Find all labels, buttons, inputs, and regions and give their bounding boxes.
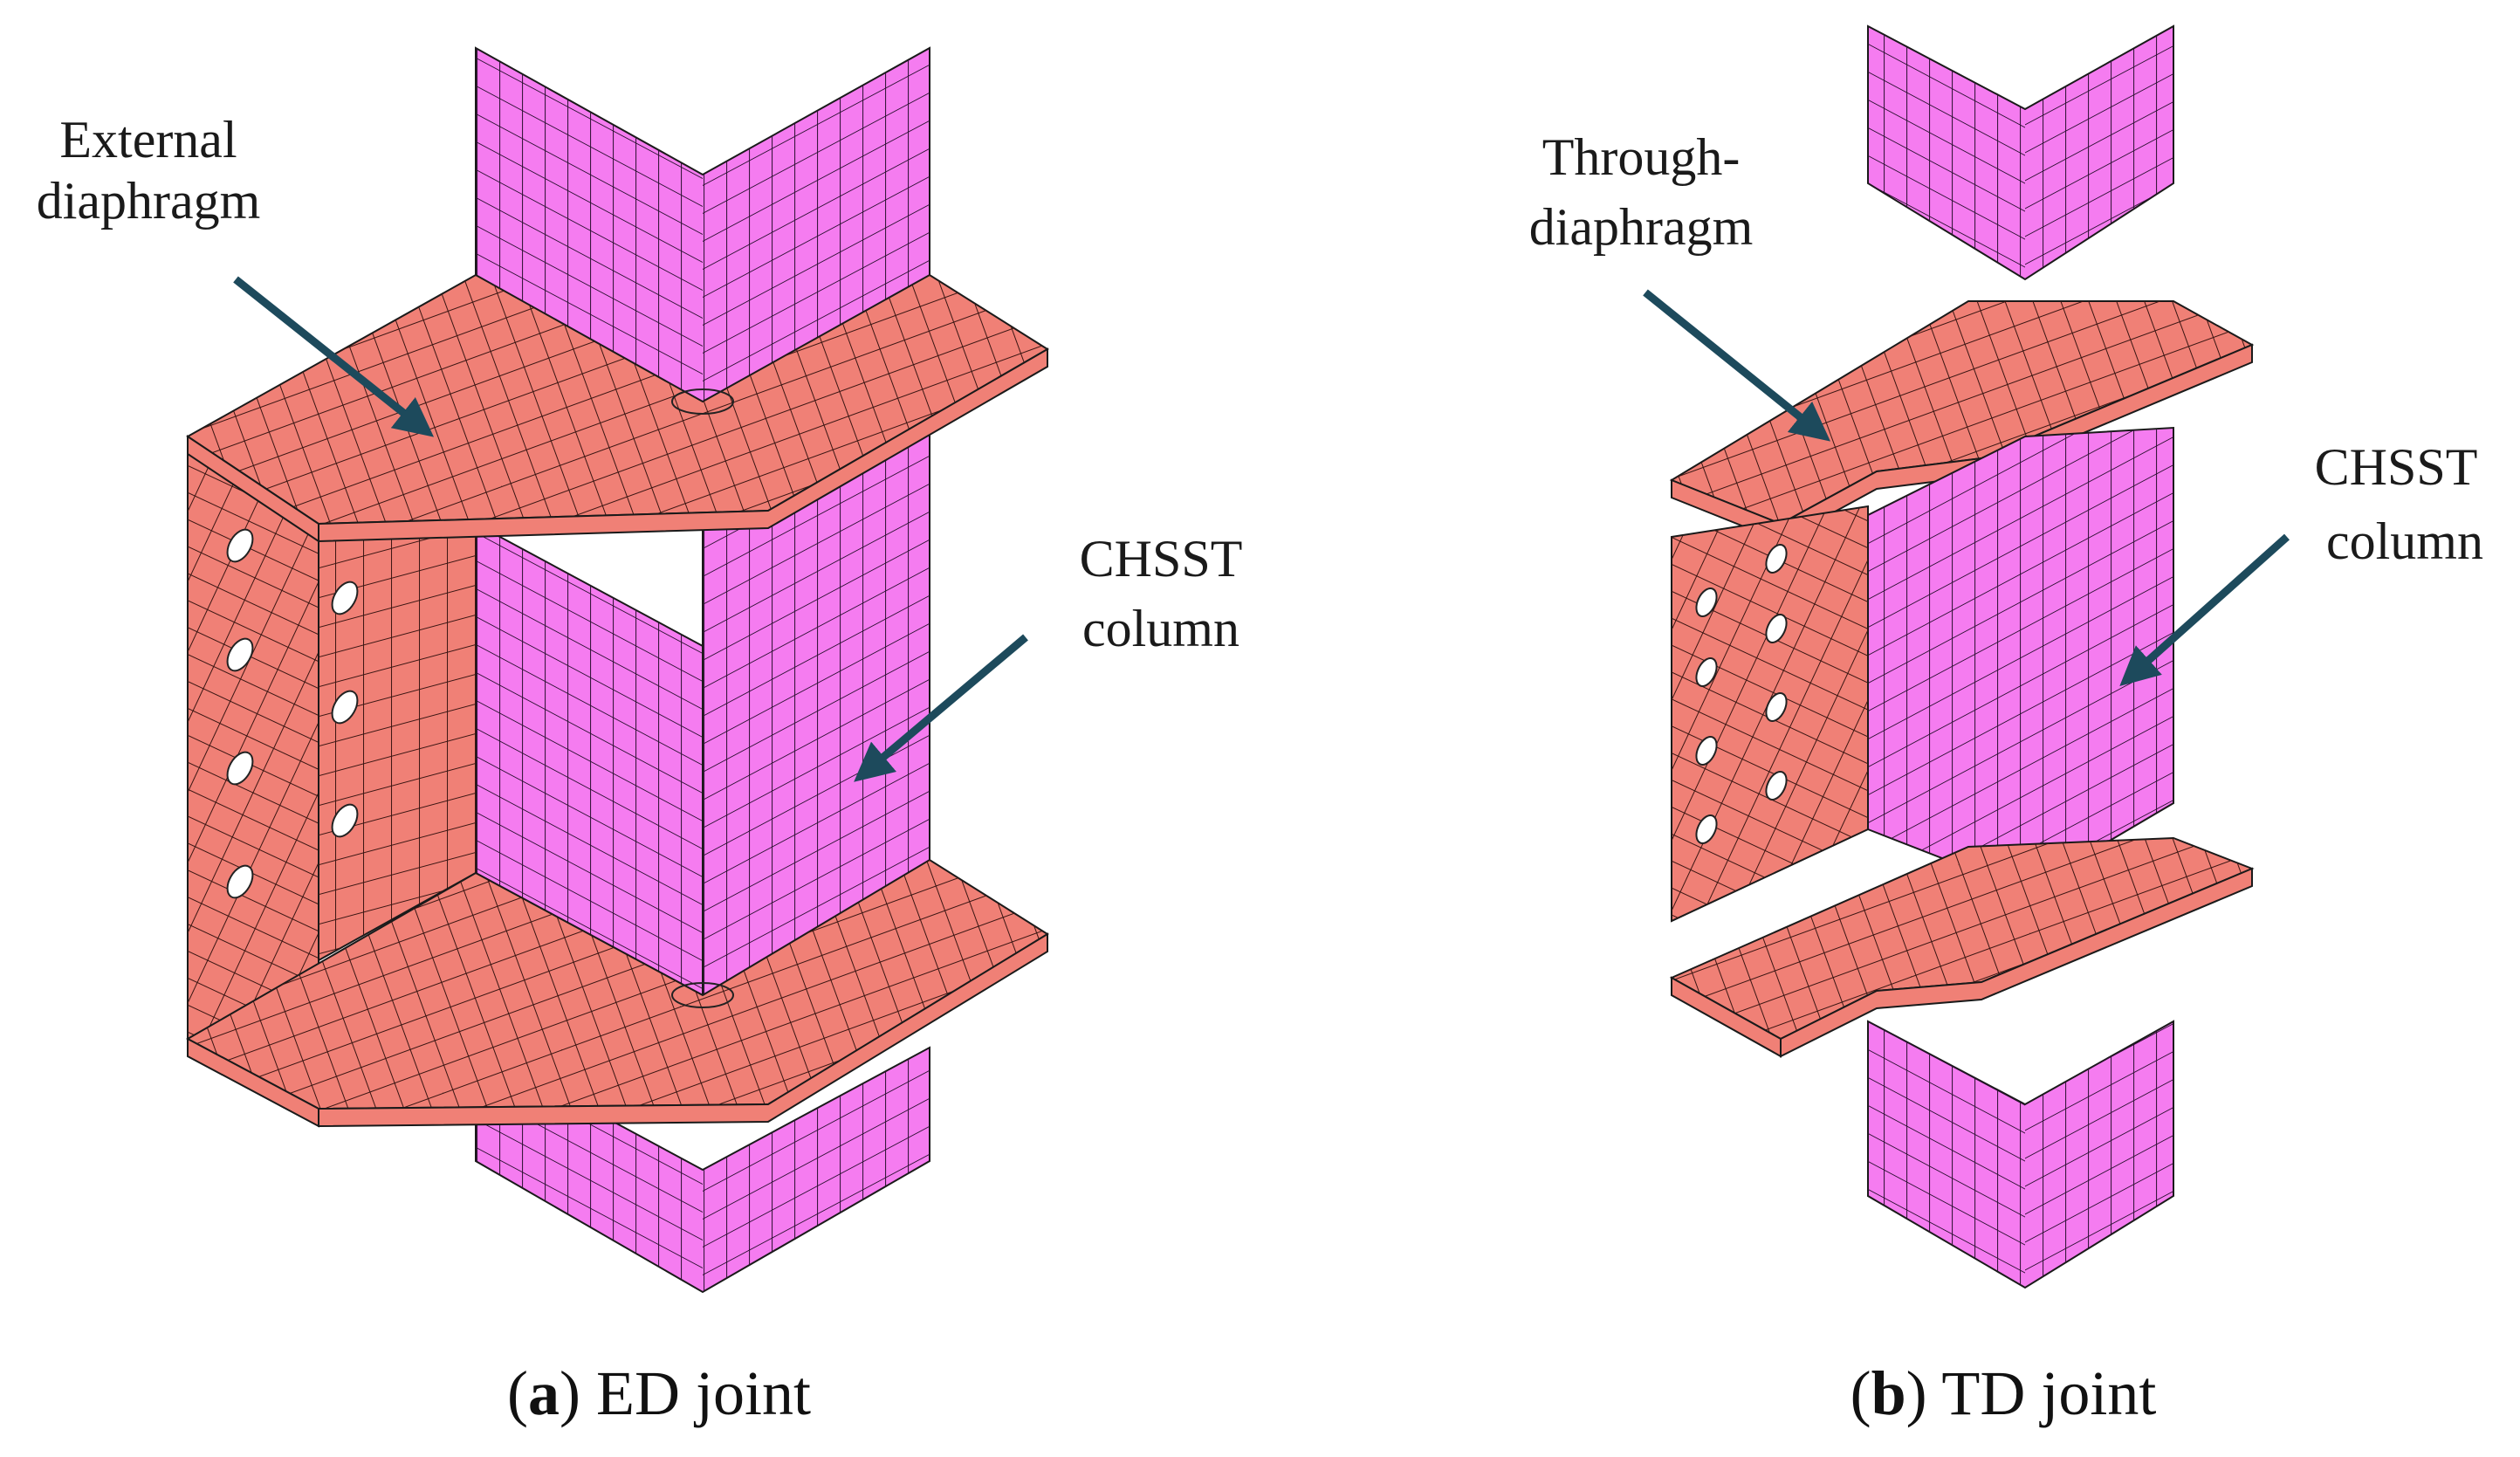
svg-text:(b) TD joint: (b) TD joint xyxy=(1851,1358,2157,1428)
panel-b-td-joint: Through- diaphragm CHSST column (b) TD j… xyxy=(1529,24,2483,1428)
external-diaphragm-label-line2: diaphragm xyxy=(37,172,261,230)
arrow-icon xyxy=(233,276,435,437)
chsst-column-label-line2: column xyxy=(1082,600,1239,657)
arrow-icon xyxy=(1643,289,1831,442)
panel-a-caption-letter: a xyxy=(528,1358,560,1428)
panel-b-column-middle xyxy=(1867,426,2174,892)
arrow-icon xyxy=(2119,533,2290,686)
chsst-column-label-line1: CHSST xyxy=(1080,530,1243,588)
through-diaphragm-label-line1: Through- xyxy=(1542,128,1741,186)
panel-b-column-bottom xyxy=(1867,1020,2174,1289)
panel-b-bolt-holes xyxy=(1695,544,1788,844)
external-diaphragm-label-line1: External xyxy=(59,111,237,168)
panel-a-external-diaphragm-label: External diaphragm xyxy=(37,111,261,230)
panel-a-bolt-holes xyxy=(226,528,359,899)
svg-text:(a) ED joint: (a) ED joint xyxy=(507,1358,811,1428)
panel-a-top-diaphragm xyxy=(186,273,1049,543)
chsst-column-label-line1-b: CHSST xyxy=(2315,438,2478,496)
panel-a-side-plate xyxy=(187,435,477,1119)
panel-a-caption-text: ED joint xyxy=(596,1358,811,1428)
panel-b-column-top xyxy=(1867,24,2174,281)
panel-a-bottom-diaphragm xyxy=(185,858,1049,1128)
panel-b-side-plate xyxy=(1671,505,1869,923)
through-diaphragm-label-line2: diaphragm xyxy=(1529,198,1754,256)
panel-a-chsst-column-label: CHSST column xyxy=(1080,530,1243,657)
panel-b-caption-letter: b xyxy=(1871,1358,1906,1428)
panel-b-through-diaphragm-label: Through- diaphragm xyxy=(1529,128,1754,256)
arrow-icon xyxy=(854,634,1028,782)
panel-a-ed-joint: External diaphragm CHSST column (a) ED j… xyxy=(37,46,1243,1428)
panel-b-caption-text: TD joint xyxy=(1941,1358,2156,1428)
panel-b-caption: (b) TD joint xyxy=(1851,1358,2157,1428)
panel-a-caption: (a) ED joint xyxy=(507,1358,811,1428)
panel-b-chsst-column-label: CHSST column xyxy=(2315,438,2483,570)
chsst-column-label-line2-b: column xyxy=(2326,512,2483,570)
panel-b-bottom-diaphragm xyxy=(1669,836,2255,1058)
